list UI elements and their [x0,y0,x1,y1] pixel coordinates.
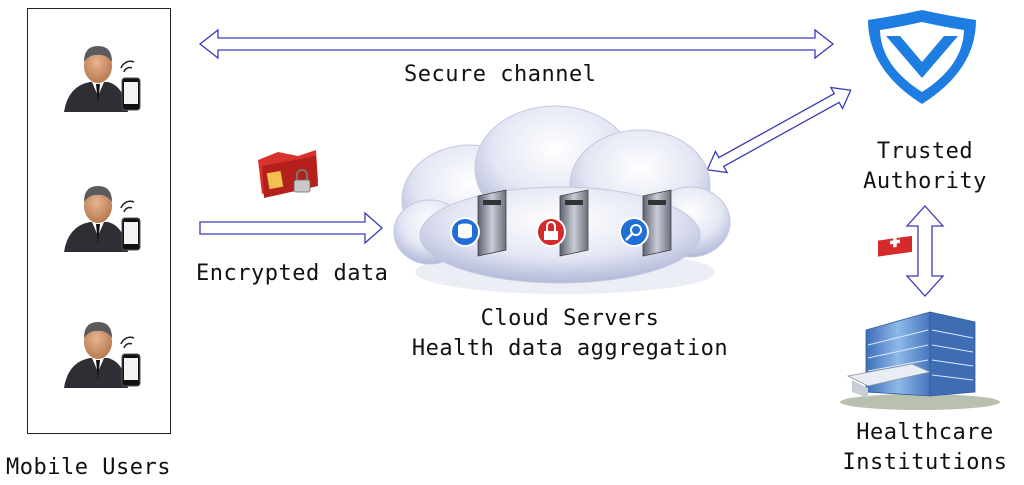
mobile-users-label: Mobile Users [6,455,171,480]
healthcare-label: Healthcare [856,420,994,445]
locked-folder-icon [258,150,318,198]
cloud-servers-label: Cloud Servers [480,306,660,331]
health-data-aggregation-label: Health data aggregation [411,336,729,361]
lock-server-icon [536,189,589,257]
hospital-building-icon [840,235,1000,410]
mobile-users-box [27,8,171,434]
mobile-user-icon [64,46,141,112]
encrypted-data-label: Encrypted data [196,261,389,286]
authority-healthcare-arrow [905,205,945,297]
shield-check-icon [868,10,976,104]
trusted-label: Trusted [876,139,974,164]
encrypted-data-arrow [199,211,383,245]
secure-channel-label: Secure channel [404,62,597,87]
database-server-icon [450,189,507,257]
cloud-authority-arrow [706,86,852,174]
secure-channel-arrow [198,28,835,60]
institutions-label: Institutions [842,450,1008,475]
authority-label: Authority [863,169,987,194]
mobile-user-icon [64,322,141,388]
cloud-icon [393,105,731,294]
mobile-user-icon [64,186,141,252]
search-server-icon [619,189,672,257]
